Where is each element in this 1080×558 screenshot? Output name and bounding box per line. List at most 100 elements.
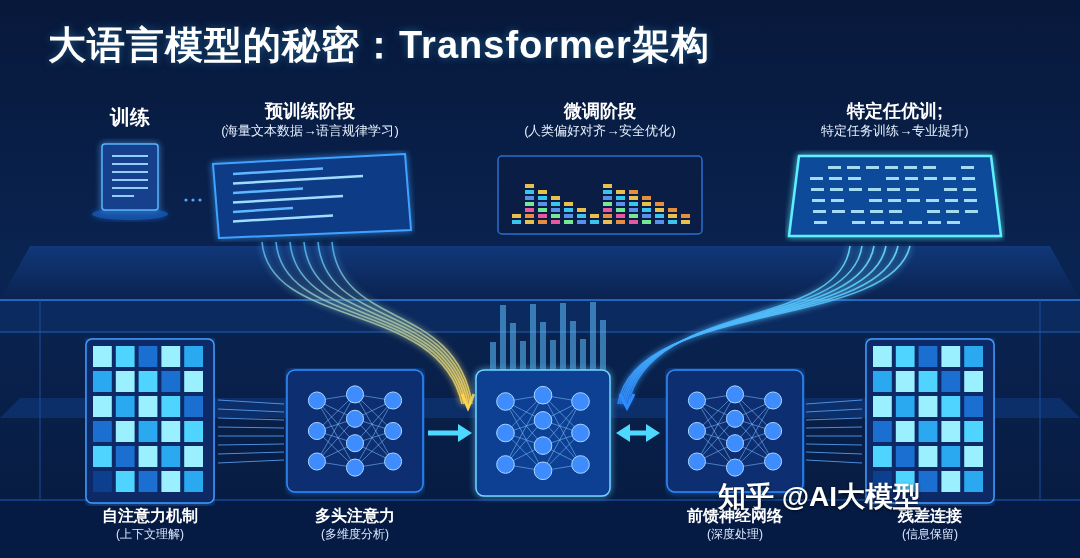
neuron <box>572 424 590 442</box>
level-bar <box>616 190 625 194</box>
light-bar <box>530 304 536 372</box>
level-bar <box>525 202 534 206</box>
light-bar <box>500 305 506 372</box>
neuron <box>688 422 705 439</box>
level-bar <box>642 208 651 212</box>
neuron <box>765 422 782 439</box>
matrix-cell <box>941 346 960 367</box>
text-dash <box>909 221 922 224</box>
light-bar <box>490 342 496 372</box>
node-heading: 自注意力机制 <box>85 506 215 526</box>
matrix-cell <box>161 371 180 392</box>
neuron <box>346 410 363 427</box>
light-bar <box>550 340 556 372</box>
matrix-cell <box>93 446 112 467</box>
text-dash <box>813 210 826 213</box>
shelf-post <box>1040 300 1041 500</box>
level-bar <box>655 214 664 218</box>
matrix-cell <box>184 471 203 492</box>
neuron <box>765 453 782 470</box>
text-dash <box>889 210 902 213</box>
text-dash <box>926 199 939 202</box>
matrix-cell <box>873 471 892 492</box>
level-bar <box>616 196 625 200</box>
level-bar <box>590 214 599 218</box>
text-dash <box>869 199 882 202</box>
matrix-cell <box>964 346 983 367</box>
screen-panel <box>213 154 411 238</box>
wire <box>806 460 862 463</box>
level-bar <box>603 184 612 188</box>
text-dash <box>851 210 864 213</box>
component-block: 多头注意力(多维度分析) <box>285 368 425 542</box>
matrix-cell <box>184 421 203 442</box>
text-dash <box>810 177 823 180</box>
stage-panel: 预训练阶段(海量文本数据→语言规律学习) <box>205 100 415 242</box>
level-bar <box>512 220 521 224</box>
matrix-cell <box>116 471 135 492</box>
text-dash <box>832 210 845 213</box>
matrix-cell <box>873 446 892 467</box>
level-bar <box>642 220 651 224</box>
code-line <box>233 196 343 203</box>
neuron <box>346 386 363 403</box>
document-line <box>112 155 148 157</box>
text-dash <box>961 166 974 169</box>
code-line <box>233 208 293 212</box>
level-bar <box>603 190 612 194</box>
matrix-cell <box>896 421 915 442</box>
matrix-cell <box>184 396 203 417</box>
document-line <box>112 187 148 189</box>
matrix-cell <box>116 371 135 392</box>
node-subtitle: (海量文本数据→语言规律学习) <box>205 122 415 140</box>
light-bar <box>510 323 516 372</box>
level-bar <box>629 196 638 200</box>
text-dash <box>924 177 937 180</box>
watermark: 知乎 @AI大模型 <box>718 478 921 516</box>
level-bar <box>564 208 573 212</box>
text-dash <box>923 166 936 169</box>
flow-arrow-shaft <box>628 431 648 436</box>
matrix-cell <box>161 446 180 467</box>
strand-arrow <box>462 394 474 408</box>
matrix-cell <box>116 446 135 467</box>
level-bar <box>512 214 521 218</box>
node-illustration <box>205 150 415 242</box>
matrix-cell <box>116 396 135 417</box>
matrix-cell <box>919 421 938 442</box>
text-dash <box>852 221 865 224</box>
matrix-cell <box>964 471 983 492</box>
screen-panel <box>498 156 702 234</box>
neuron <box>308 392 325 409</box>
wire <box>218 444 284 445</box>
component-block: 自注意力机制(上下文理解) <box>85 338 215 542</box>
level-bar <box>577 208 586 212</box>
node-illustration <box>285 368 425 506</box>
matrix-cell <box>964 371 983 392</box>
level-bar <box>642 196 651 200</box>
level-bar <box>616 214 625 218</box>
node-illustration <box>85 338 215 506</box>
text-dash <box>943 177 956 180</box>
wire <box>806 409 862 412</box>
neuron <box>534 437 552 455</box>
level-bar <box>603 214 612 218</box>
text-dash <box>904 166 917 169</box>
level-bar <box>590 220 599 224</box>
matrix-cell <box>93 346 112 367</box>
matrix-cell <box>116 346 135 367</box>
level-bar <box>642 214 651 218</box>
wire <box>806 400 862 404</box>
level-bar <box>577 220 586 224</box>
wire <box>218 427 284 428</box>
matrix-cell <box>941 396 960 417</box>
wire <box>218 436 284 437</box>
node-subtitle: (人类偏好对齐→安全优化) <box>490 122 710 140</box>
matrix-cell <box>964 421 983 442</box>
neuron <box>497 393 515 411</box>
document-line <box>112 179 148 181</box>
level-bar <box>603 202 612 206</box>
matrix-cell <box>184 371 203 392</box>
wire <box>806 418 862 420</box>
level-bar <box>655 220 664 224</box>
